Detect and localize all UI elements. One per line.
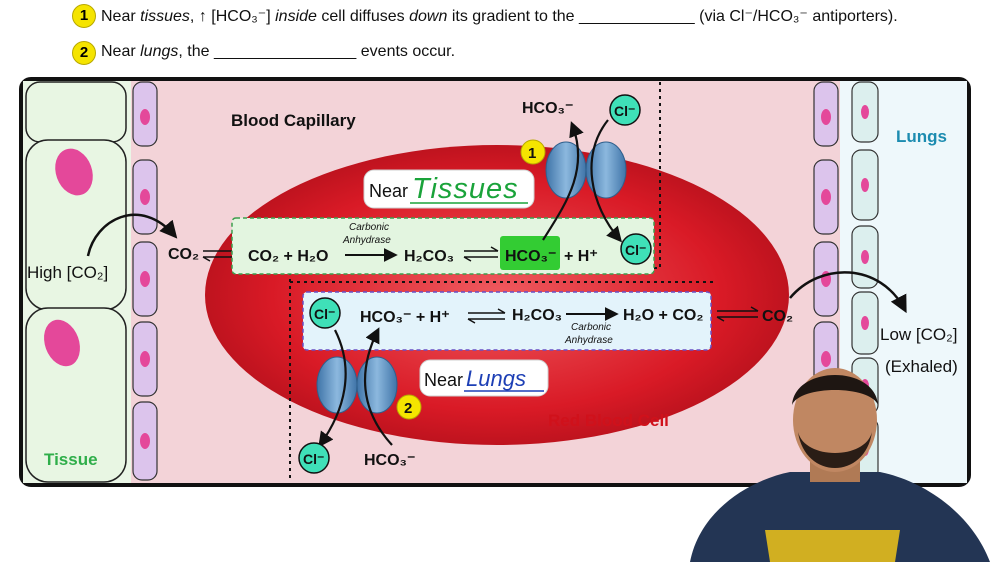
question-2-text: Near lungs, the ________________ events …: [101, 43, 456, 60]
lung-reaction-box: [302, 291, 712, 351]
cl-ion-bottom-outer-label: Cl⁻: [303, 451, 324, 467]
question-2-number: 2: [72, 41, 96, 65]
top-reaction-h2co3: H₂CO₃: [404, 248, 454, 265]
near-lungs-label: Near: [424, 370, 463, 390]
presenter-hair: [792, 375, 878, 405]
tissue-cell: [25, 81, 127, 143]
co2-plasma-right: CO₂: [762, 308, 793, 325]
top-anhydrase-label: Anhydrase: [342, 235, 391, 246]
cl-ion-top-inner: [620, 233, 652, 265]
co2-plasma-left: CO₂: [168, 246, 199, 263]
left-endothelium: [132, 81, 158, 481]
lungs-label: Lungs: [896, 127, 947, 146]
cl-ion-top-outer-label: Cl⁻: [614, 103, 635, 119]
bottom-reaction-reactants: HCO₃⁻ + H⁺: [360, 309, 450, 326]
cl-ion-top-inner-label: Cl⁻: [625, 242, 646, 258]
cl-ion-bottom-inner-label: Cl⁻: [314, 306, 335, 322]
co2-exhale-arrow: [789, 271, 907, 314]
handwritten-lungs: Lungs: [466, 366, 526, 391]
cl-ion-top-outer: [609, 94, 641, 126]
exhaled-label: (Exhaled): [885, 357, 958, 376]
red-blood-cell-label: Red Blood Cell: [548, 411, 669, 430]
tissue-nucleus: [44, 319, 80, 367]
question-1-text: Near tissues, ↑ [HCO₃⁻] inside cell diff…: [101, 8, 898, 25]
blood-capillary-label: Blood Capillary: [231, 111, 356, 130]
top-reaction-reactants: CO₂ + H₂O: [248, 248, 328, 265]
co2-entry-arrow: [86, 213, 178, 257]
hco3-exported-label: HCO₃⁻: [522, 100, 573, 117]
near-lungs-box: [419, 359, 549, 397]
cl-ion-bottom-outer: [298, 442, 330, 474]
cl-ion-bottom-inner: [309, 297, 341, 329]
bottom-carbonic-label: Carbonic: [571, 322, 611, 333]
co2-exit-equilibrium: [716, 306, 759, 322]
tissue-reaction-box: [231, 217, 655, 275]
badge-1-label: 1: [528, 145, 536, 162]
cl-in-arrow: [590, 119, 623, 243]
low-co2-label: Low [CO₂]: [880, 325, 957, 344]
tissue-label: Tissue: [44, 450, 98, 469]
hco3-imported-label: HCO₃⁻: [364, 452, 415, 469]
badge-1: [520, 139, 546, 165]
question-1-number: 1: [72, 4, 96, 28]
top-equilibrium-arrows: [463, 246, 499, 262]
presenter-shirt-logo: [765, 530, 900, 562]
tissue-antiporter: [545, 141, 627, 199]
presenter-shirt: [690, 472, 990, 562]
hco3-highlight: [500, 236, 560, 270]
high-co2-label: High [CO₂]: [27, 263, 108, 282]
badge-2: [396, 394, 422, 420]
bottom-equilibrium-arrows: [467, 308, 506, 324]
bottom-anhydrase-label: Anhydrase: [564, 335, 613, 346]
presenter-beard: [798, 432, 872, 468]
top-carbonic-label: Carbonic: [349, 222, 389, 233]
bottom-reaction-products: H₂O + CO₂: [623, 307, 703, 324]
presenter-video: [690, 368, 990, 562]
handwritten-tissues: Tissues: [412, 173, 519, 205]
top-reaction-hco3: HCO₃⁻: [505, 248, 556, 265]
near-tissues-label: Near: [369, 181, 408, 201]
tissue-nucleus: [55, 148, 93, 196]
presenter-face: [793, 368, 877, 472]
hco3-in-arrow: [363, 327, 393, 446]
hco3-out-arrow: [542, 121, 584, 241]
top-reaction-h-plus: + H⁺: [564, 248, 598, 265]
badge-2-label: 2: [404, 400, 412, 417]
bottom-reaction-h2co3: H₂CO₃: [512, 307, 562, 324]
near-tissues-box: [363, 169, 535, 209]
cl-out-arrow: [318, 329, 347, 448]
tissue-region: [23, 81, 131, 483]
